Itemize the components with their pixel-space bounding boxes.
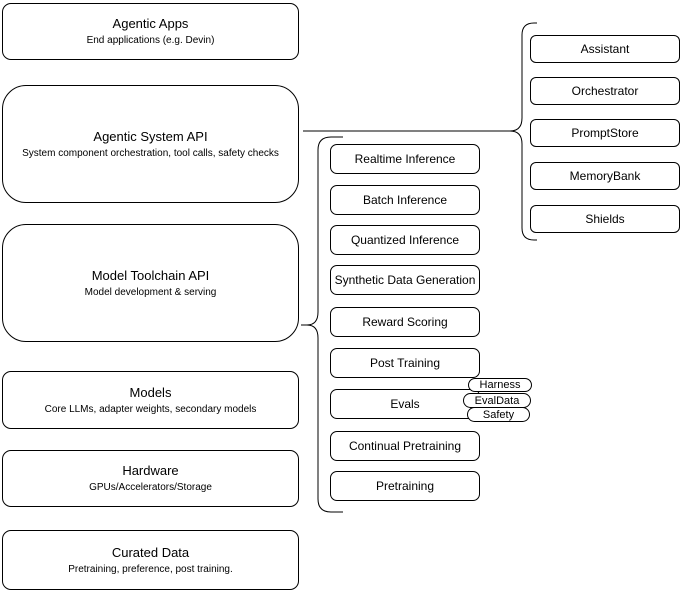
node-post-training[interactable]: Post Training (330, 348, 480, 378)
node-model-toolchain-api[interactable]: Model Toolchain API Model development & … (2, 224, 299, 342)
toolchain-bracket (306, 136, 343, 513)
node-assistant[interactable]: Assistant (530, 35, 680, 63)
node-subtitle: End applications (e.g. Devin) (86, 35, 215, 46)
node-title: Agentic System API (93, 128, 208, 144)
node-continual-pretraining[interactable]: Continual Pretraining (330, 431, 480, 461)
tag-evaldata[interactable]: EvalData (463, 393, 531, 408)
node-title: Hardware (122, 463, 179, 478)
node-subtitle: Pretraining, preference, post training. (68, 563, 233, 575)
node-synthetic-data-generation[interactable]: Synthetic Data Generation (330, 265, 480, 295)
system-bracket (509, 22, 537, 241)
node-memorybank[interactable]: MemoryBank (530, 162, 680, 190)
node-title: Curated Data (111, 544, 190, 560)
node-subtitle: System component orchestration, tool cal… (22, 147, 279, 159)
node-evals[interactable]: Evals (330, 389, 480, 419)
node-models[interactable]: Models Core LLMs, adapter weights, secon… (2, 371, 299, 429)
node-subtitle: Model development & serving (84, 286, 217, 298)
node-subtitle: GPUs/Accelerators/Storage (89, 482, 212, 493)
node-shields[interactable]: Shields (530, 205, 680, 233)
node-subtitle: Core LLMs, adapter weights, secondary mo… (44, 403, 257, 415)
node-promptstore[interactable]: PromptStore (530, 119, 680, 147)
node-curated-data[interactable]: Curated Data Pretraining, preference, po… (2, 530, 299, 590)
node-agentic-apps[interactable]: Agentic Apps End applications (e.g. Devi… (2, 3, 299, 60)
node-orchestrator[interactable]: Orchestrator (530, 77, 680, 105)
node-batch-inference[interactable]: Batch Inference (330, 185, 480, 215)
node-title: Agentic Apps (112, 16, 189, 31)
node-reward-scoring[interactable]: Reward Scoring (330, 307, 480, 337)
node-realtime-inference[interactable]: Realtime Inference (330, 144, 480, 174)
node-title: Model Toolchain API (91, 267, 210, 283)
node-hardware[interactable]: Hardware GPUs/Accelerators/Storage (2, 450, 299, 507)
node-quantized-inference[interactable]: Quantized Inference (330, 225, 480, 255)
node-title: Models (129, 384, 172, 400)
node-agentic-system-api[interactable]: Agentic System API System component orch… (2, 85, 299, 203)
node-pretraining[interactable]: Pretraining (330, 471, 480, 501)
tag-safety[interactable]: Safety (467, 407, 530, 422)
tag-harness[interactable]: Harness (468, 378, 532, 392)
